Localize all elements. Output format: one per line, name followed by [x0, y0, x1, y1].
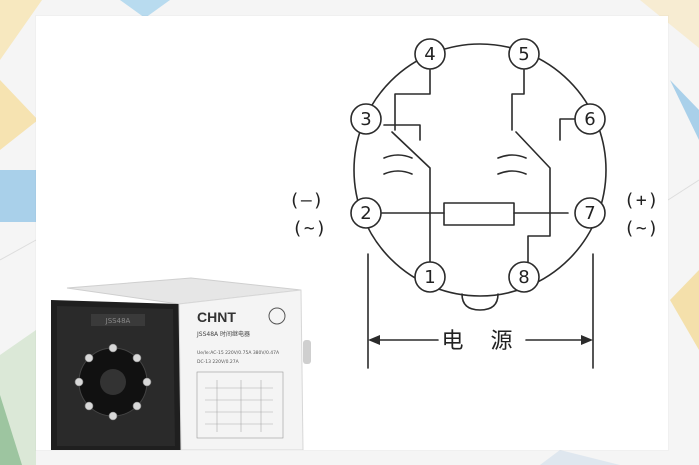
pin-7-label: 7 — [584, 203, 595, 224]
pin-8-label: 8 — [518, 267, 529, 288]
pin-4-label: 4 — [424, 44, 435, 65]
brand-logo: CHNT — [197, 309, 236, 325]
pin-6-circle — [574, 103, 606, 135]
pin-1-circle — [414, 261, 446, 293]
pin-2-label: 2 — [360, 203, 371, 224]
power-arrowhead-right — [581, 335, 593, 345]
model-text: JSS48A 时间继电器 — [196, 330, 250, 338]
relay-label-face — [178, 289, 304, 450]
pin-8-circle — [508, 261, 540, 293]
pin-5-circle — [508, 38, 540, 70]
socket-pin — [84, 401, 94, 411]
relay-product-photo: JSS48A CHNT JSS48A 时间继电器 Ue/Ie:AC-15 220… — [51, 277, 311, 450]
right-polarity-dc: (+) — [624, 190, 660, 211]
pin-4-circle — [414, 38, 446, 70]
socket-pin — [132, 353, 142, 363]
relay-wiring-diagram: 4 5 3 6 2 7 1 8 电 源 — [350, 38, 607, 369]
left-contact-switch — [391, 131, 431, 265]
left-polarity-ac: (~) — [292, 218, 328, 239]
socket-pin — [132, 401, 142, 411]
pin-2-circle — [350, 197, 382, 229]
coil — [443, 202, 515, 226]
socket-pin — [108, 343, 118, 353]
right-contact-arc — [497, 154, 527, 175]
socket-pin — [84, 353, 94, 363]
pin-3-circle — [350, 103, 382, 135]
socket-pin — [74, 377, 84, 387]
pin-7-circle — [574, 197, 606, 229]
socket-pin — [108, 411, 118, 421]
pin-6-label: 6 — [584, 109, 595, 130]
left-contact-arc — [383, 154, 413, 175]
relay-body-outline — [353, 43, 607, 297]
relay-key-notch — [461, 293, 499, 311]
spec-line-1: Ue/Ie:AC-15 220V/0.75A 380V/0.47A — [197, 350, 280, 356]
left-polarity-dc: (–) — [289, 190, 325, 211]
right-contact-switch — [515, 131, 551, 265]
pin-1-label: 1 — [424, 267, 435, 288]
right-contact-wire-5 — [511, 69, 525, 131]
socket-pin — [142, 377, 152, 387]
pin-3-label: 3 — [360, 109, 371, 130]
socket-label: JSS48A — [105, 317, 131, 325]
left-contact-wire-4 — [394, 69, 431, 131]
right-contact-wire-6 — [559, 118, 577, 141]
power-arrowhead-left — [368, 335, 380, 345]
power-label: 电 源 — [442, 329, 523, 354]
pin-5-label: 5 — [518, 44, 529, 65]
spec-line-2: DC-13 220V/0.27A — [197, 359, 240, 365]
left-contact-wire-3 — [383, 124, 421, 141]
right-polarity-ac: (~) — [624, 218, 660, 239]
